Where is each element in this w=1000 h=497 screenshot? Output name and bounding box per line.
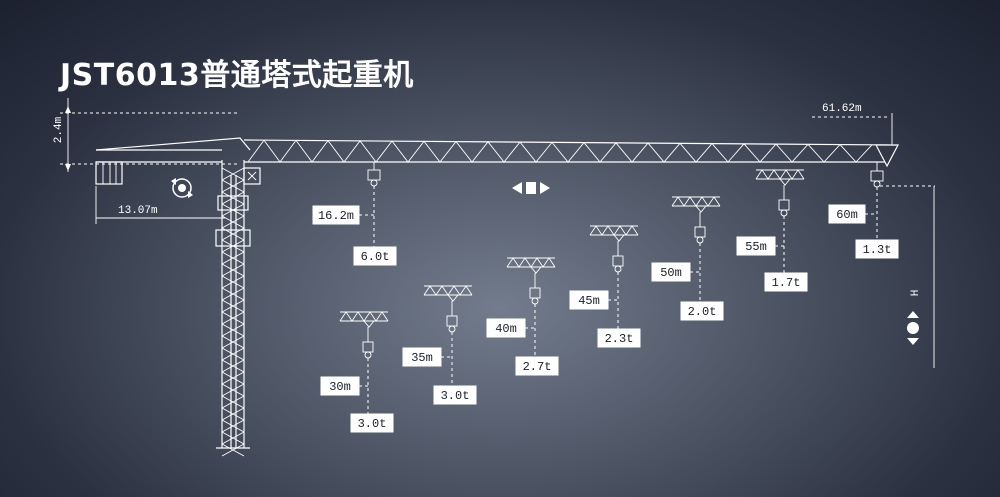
page-title: JST6013普通塔式起重机 bbox=[60, 58, 414, 93]
radius-label: 50m bbox=[660, 266, 682, 280]
mini-jib bbox=[506, 257, 556, 274]
jib-length-label: 61.62m bbox=[822, 103, 862, 115]
load-chart: 16.2m 6.0t 30m 3.0t 35m 3.0t 40m 2.7t 45m 2.3t 50m… bbox=[312, 162, 899, 433]
slewing-icon bbox=[171, 178, 193, 198]
capacity-label: 3.0t bbox=[358, 417, 387, 431]
capacity-label: 3.0t bbox=[441, 389, 470, 403]
mini-jib bbox=[671, 196, 721, 213]
radius-label: 30m bbox=[329, 380, 351, 394]
load-point: 50m 2.0t bbox=[651, 196, 724, 321]
counter-jib bbox=[95, 149, 222, 185]
top-dimensions: 2.4m 61.62m 13.07m bbox=[53, 98, 893, 224]
tower-mast bbox=[215, 160, 251, 457]
mini-jib bbox=[589, 225, 639, 242]
load-point: 55m 1.7t bbox=[736, 169, 808, 292]
capacity-label: 2.7t bbox=[523, 360, 552, 374]
radius-label: 60m bbox=[836, 208, 858, 222]
mini-jib bbox=[339, 311, 389, 328]
radius-label: 35m bbox=[411, 351, 433, 365]
jib-truss bbox=[247, 139, 899, 168]
radius-label: 16.2m bbox=[318, 209, 354, 223]
load-point: 60m 1.3t bbox=[828, 162, 899, 259]
capacity-label: 2.3t bbox=[605, 332, 634, 346]
main-jib bbox=[243, 139, 896, 163]
load-point: 45m 2.3t bbox=[569, 225, 641, 348]
counter-jib-label: 13.07m bbox=[118, 205, 158, 217]
load-point: 16.2m 6.0t bbox=[312, 162, 397, 266]
counter-tie bbox=[95, 137, 251, 151]
capacity-label: 6.0t bbox=[361, 250, 390, 264]
load-point: 40m 2.7t bbox=[486, 257, 559, 376]
load-point: 30m 3.0t bbox=[320, 311, 394, 433]
mini-jib bbox=[755, 169, 805, 186]
mini-jib bbox=[423, 285, 473, 302]
capacity-label: 1.3t bbox=[863, 243, 892, 257]
trolley-travel-icon bbox=[512, 182, 550, 194]
hoisting-icon: H bbox=[880, 185, 935, 368]
radius-label: 45m bbox=[578, 294, 600, 308]
radius-label: 40m bbox=[495, 322, 517, 336]
cab bbox=[243, 167, 261, 185]
load-point: 35m 3.0t bbox=[402, 285, 477, 405]
radius-label: 55m bbox=[745, 240, 767, 254]
capacity-label: 2.0t bbox=[688, 305, 717, 319]
capacity-label: 1.7t bbox=[772, 276, 801, 290]
height-label: H bbox=[910, 290, 922, 297]
top-height-label: 2.4m bbox=[53, 116, 65, 143]
